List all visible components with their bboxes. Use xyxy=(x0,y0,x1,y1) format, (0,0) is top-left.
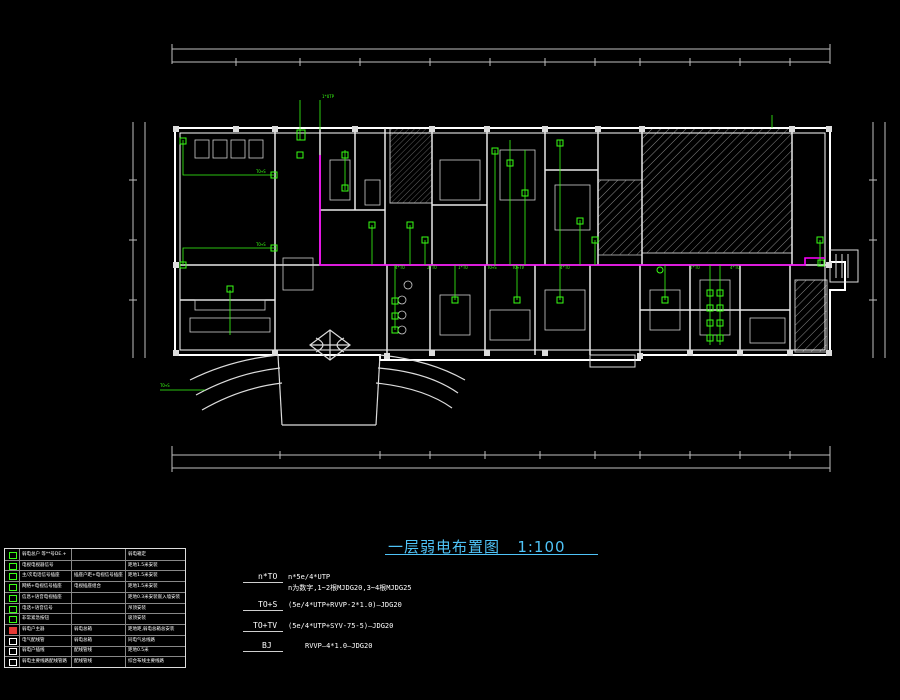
legend-cell: 配线管线 xyxy=(74,648,92,654)
legend-cell: 距地1.5米安装 xyxy=(128,584,158,590)
legend-row-divider xyxy=(5,570,185,572)
legend-symbol-icon xyxy=(9,626,17,634)
legend-cell: 距地0.5米 xyxy=(128,648,149,654)
svg-text:2*TO: 2*TO xyxy=(690,265,700,270)
svg-text:TO+S: TO+S xyxy=(487,265,497,270)
legend-row-divider xyxy=(5,624,185,626)
legend-symbol-icon xyxy=(9,605,17,613)
legend-divider xyxy=(125,549,126,667)
symbol-legend-table: 弱电总户 等**号DE.+弱电箱定电视电视器信号距地1.5米安装主/次电话信号插… xyxy=(4,548,186,668)
legend-cell: 距地0.3米安装嵌入墙安装 xyxy=(128,594,181,600)
legend-cell: 吊顶安装 xyxy=(128,605,146,611)
legend-symbol-icon xyxy=(9,648,17,656)
legend-cell: 网络+电视信号插座 xyxy=(22,584,62,590)
legend-cell: 弱电户插线 xyxy=(22,648,45,654)
legend-symbol-icon xyxy=(9,616,17,624)
legend-row-divider xyxy=(5,613,185,615)
note-text: (5e/4*UTP+RVVP-2*1.0)—JDG20 xyxy=(288,601,402,609)
legend-cell: 电视插座组合 xyxy=(74,584,101,590)
note-code: TO+TV xyxy=(253,621,278,630)
svg-text:TO+S: TO+S xyxy=(256,169,266,174)
legend-cell: 距地1.5米安装 xyxy=(128,562,158,568)
legend-cell: 综合布线主要线路 xyxy=(128,659,164,665)
svg-text:1*UTP: 1*UTP xyxy=(322,94,335,99)
legend-cell: 弱电户主器 xyxy=(22,626,45,632)
hatched-zone-large xyxy=(641,127,793,254)
note-code: BJ xyxy=(262,641,272,650)
legend-cell: 同电气总线路 xyxy=(128,637,155,643)
note-subtext: n为数字,1~2根MJDG20,3~4根MJDG25 xyxy=(288,584,412,592)
svg-text:4*TO: 4*TO xyxy=(560,265,570,270)
legend-cell: 主/次电话信号插座 xyxy=(22,573,60,579)
svg-text:TO+S: TO+S xyxy=(256,242,266,247)
dimension-ticks xyxy=(129,58,877,459)
note-text: (5e/4*UTP+SYV-75-5)—JDG20 xyxy=(288,622,394,630)
outlet-wiring xyxy=(160,100,821,391)
svg-text:TO+TV: TO+TV xyxy=(512,265,525,270)
legend-cell: 信息+语音电视插座 xyxy=(22,594,62,600)
svg-text:TO+S: TO+S xyxy=(160,383,170,388)
legend-symbol-icon xyxy=(9,594,17,602)
title-text: 一层弱电布置图 xyxy=(388,538,501,556)
legend-cell: 电视电视器信号 xyxy=(22,562,54,568)
note-line xyxy=(243,631,283,632)
legend-cell: 插座户距+电视信号插座 xyxy=(74,573,123,579)
legend-cell: 距地距,弱电总箱总安装 xyxy=(128,626,175,632)
legend-cell: 弱电箱定 xyxy=(128,551,146,557)
note-line xyxy=(243,651,283,652)
note-code: n*TO xyxy=(258,572,278,581)
legend-symbol-icon xyxy=(9,562,17,570)
legend-row-divider xyxy=(5,581,185,583)
svg-text:4*TO: 4*TO xyxy=(395,265,405,270)
title-underline xyxy=(385,554,598,555)
legend-row-divider xyxy=(5,645,185,647)
legend-divider xyxy=(71,549,72,667)
annotation-marks: TO+S TO+S 1*UTP 4*TO 2*TO 1*TO TO+S TO+TV 4*… xyxy=(160,94,740,388)
hatched-zone-stair xyxy=(389,127,433,204)
hatched-zone-right xyxy=(794,279,828,353)
legend-row-divider xyxy=(5,656,185,658)
title-scale: 1:100 xyxy=(517,538,566,556)
legend-cell: 非常紧急按钮 xyxy=(22,616,49,622)
legend-row-divider xyxy=(5,634,185,636)
note-line xyxy=(243,582,283,583)
legend-cell: 弱电主要线路配线管路 xyxy=(22,659,67,665)
legend-cell: 吸顶安装 xyxy=(128,616,146,622)
legend-symbol-icon xyxy=(9,659,17,667)
legend-symbol-icon xyxy=(9,584,17,592)
structural-columns xyxy=(173,126,832,359)
legend-divider xyxy=(19,549,20,667)
note-text: RVVP—4*1.0—JDG20 xyxy=(305,642,373,650)
dimension-lines xyxy=(132,44,886,472)
legend-cell: 弱电总户 等**号DE.+ xyxy=(22,551,67,557)
svg-text:2*TO: 2*TO xyxy=(427,265,437,270)
legend-cell: 距地1.5米安装 xyxy=(128,573,158,579)
note-code: TO+S xyxy=(258,600,278,609)
note-text: n*5e/4*UTP xyxy=(288,573,331,581)
legend-symbol-icon xyxy=(9,573,17,581)
legend-row-divider xyxy=(5,559,185,561)
note-line xyxy=(243,610,283,611)
side-entrance xyxy=(589,249,859,368)
legend-symbol-icon xyxy=(9,551,17,559)
legend-cell: 配线管线 xyxy=(74,659,92,665)
cable-tray xyxy=(319,155,825,266)
hatched-zone-small xyxy=(597,179,643,256)
legend-cell: 电话+语音信号 xyxy=(22,605,53,611)
drawing-title: 一层弱电布置图 1:100 xyxy=(388,536,566,557)
legend-row-divider xyxy=(5,602,185,604)
outlet-symbols xyxy=(179,129,825,342)
legend-cell: 弱电总箱 xyxy=(74,637,92,643)
legend-cell: 电气配线管 xyxy=(22,637,45,643)
furniture xyxy=(189,139,786,344)
svg-text:4*TO: 4*TO xyxy=(730,265,740,270)
legend-symbol-icon xyxy=(9,637,17,645)
svg-text:1*TO: 1*TO xyxy=(458,265,468,270)
legend-cell: 弱电总箱 xyxy=(74,626,92,632)
entrance-lobby xyxy=(189,329,466,426)
legend-row-divider xyxy=(5,591,185,593)
